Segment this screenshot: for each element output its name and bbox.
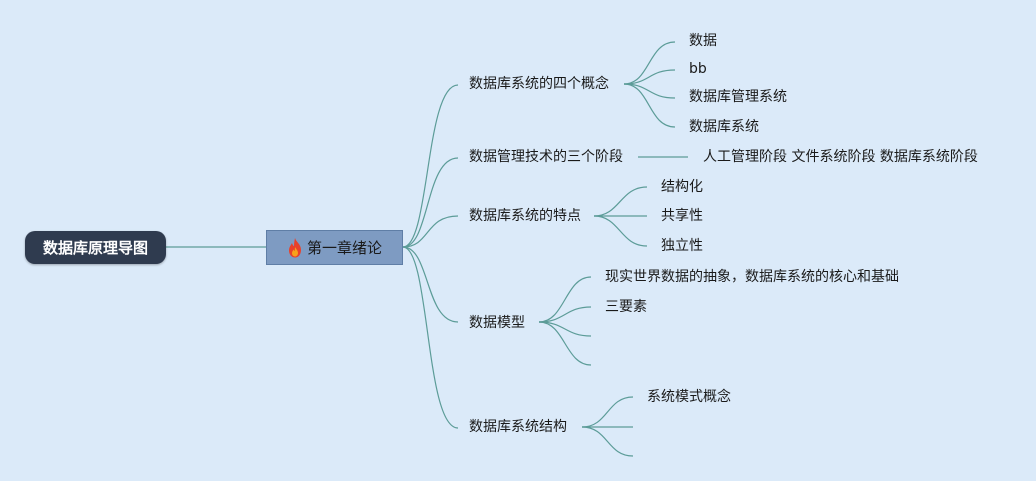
leaf-connector-4-1 xyxy=(538,276,592,323)
leaf-connector-1-4 xyxy=(623,83,676,128)
fire-icon xyxy=(287,237,303,258)
leaf-connector-4-2 xyxy=(538,306,592,323)
leaf-node[interactable]: 数据库系统 xyxy=(689,119,759,135)
chapter-node[interactable]: 第一章绪论 xyxy=(266,230,403,265)
root-node[interactable]: 数据库原理导图 xyxy=(25,231,166,264)
branch-connector-3 xyxy=(402,215,459,248)
leaf-node[interactable]: 独立性 xyxy=(661,238,703,254)
leaf-connector-3-3 xyxy=(593,215,648,247)
branch-node-data-model[interactable]: 数据模型 xyxy=(469,315,525,331)
chapter-node-label: 第一章绪论 xyxy=(306,239,382,257)
branch-connector-2 xyxy=(402,157,459,248)
leaf-connector-5-3 xyxy=(581,426,634,457)
branch-node-stages[interactable]: 数据管理技术的三个阶段 xyxy=(469,149,623,165)
branch-connector-5 xyxy=(402,246,459,429)
leaf-connector-3-1 xyxy=(593,186,648,217)
leaf-node[interactable]: 系统模式概念 xyxy=(647,389,731,405)
leaf-node[interactable]: 现实世界数据的抽象，数据库系统的核心和基础 xyxy=(605,269,899,285)
leaf-node[interactable]: 三要素 xyxy=(605,299,647,315)
leaf-node[interactable]: bb xyxy=(689,61,707,77)
leaf-connector-5-1 xyxy=(581,396,634,428)
leaf-node[interactable]: 共享性 xyxy=(661,208,703,224)
branch-node-structure[interactable]: 数据库系统结构 xyxy=(469,419,567,435)
leaf-connector-1-1 xyxy=(623,41,676,85)
branch-node-concepts[interactable]: 数据库系统的四个概念 xyxy=(469,76,609,92)
leaf-node[interactable]: 人工管理阶段 文件系统阶段 数据库系统阶段 xyxy=(703,149,978,165)
branch-connector-1 xyxy=(402,84,459,248)
leaf-connector-4-4 xyxy=(538,321,592,366)
branch-connector-4 xyxy=(402,246,459,323)
root-node-label: 数据库原理导图 xyxy=(42,239,148,257)
branch-node-features[interactable]: 数据库系统的特点 xyxy=(469,208,581,224)
leaf-node[interactable]: 结构化 xyxy=(661,179,703,195)
leaf-connector-1-2 xyxy=(623,69,676,85)
leaf-node[interactable]: 数据 xyxy=(689,33,717,49)
leaf-node[interactable]: 数据库管理系统 xyxy=(689,89,787,105)
